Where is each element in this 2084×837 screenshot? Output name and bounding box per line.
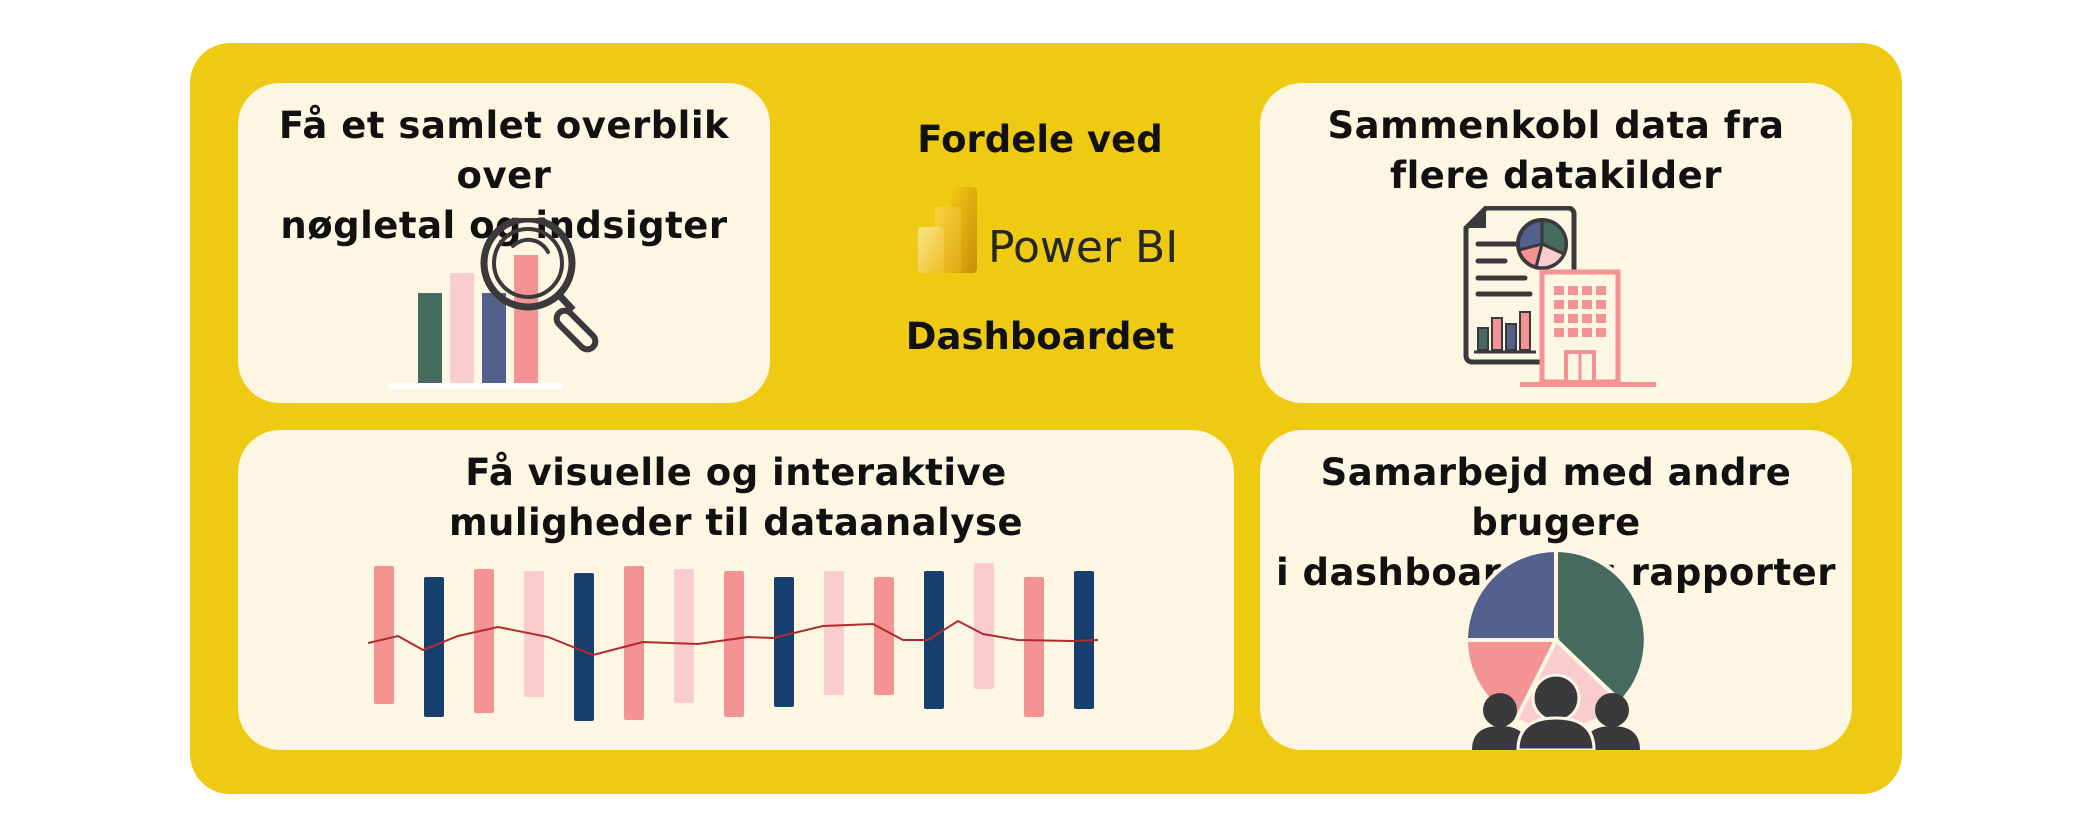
bar-3 xyxy=(482,293,506,383)
power-bi-logo-icon xyxy=(918,187,977,273)
card-sources: Sammenkobl data fra flere datakilder xyxy=(1260,83,1852,403)
magnifier-handle xyxy=(553,307,599,353)
baseline xyxy=(388,383,563,389)
pie-chart-people-icon xyxy=(1466,550,1646,750)
dashboard-heading: Dashboardet xyxy=(905,315,1175,358)
document-pie xyxy=(1516,218,1568,270)
card-collab: Samarbejd med andre brugere i dashboards… xyxy=(1260,430,1852,750)
card-overview-line1: Få et samlet overblik over xyxy=(278,104,730,197)
card-sources-line1: Sammenkobl data fra xyxy=(1327,104,1785,147)
card-sources-line2: flere datakilder xyxy=(1389,154,1722,197)
card-visual: Få visuelle og interaktive muligheder ti… xyxy=(238,430,1234,750)
card-collab-line1: Samarbejd med andre brugere xyxy=(1320,451,1792,544)
card-overview: Få et samlet overblik over nøgletal og i… xyxy=(238,83,770,403)
bar-2 xyxy=(450,273,474,383)
bar-chart-magnifier-icon xyxy=(388,218,599,389)
bar-4 xyxy=(514,255,538,383)
power-bi-logo-text: Power BI xyxy=(988,222,1179,273)
benefits-heading: Fordele ved xyxy=(917,118,1163,161)
people-icon xyxy=(1472,673,1640,750)
chart-bars xyxy=(372,561,1096,723)
card-overview-title: Få et samlet overblik over nøgletal og i… xyxy=(238,101,770,251)
card-sources-title: Sammenkobl data fra flere datakilder xyxy=(1260,101,1852,201)
card-visual-line2: muligheder til dataanalyse xyxy=(448,501,1024,544)
bar-1 xyxy=(418,293,442,383)
report-and-building-icon xyxy=(1463,206,1656,387)
magnifier-lens xyxy=(492,227,564,299)
card-visual-title: Få visuelle og interaktive muligheder ti… xyxy=(238,448,1234,548)
trend-line xyxy=(368,619,1099,657)
building-windows xyxy=(1554,286,1606,337)
bar-line-chart-icon xyxy=(368,561,1099,723)
card-visual-line1: Få visuelle og interaktive xyxy=(465,451,1007,494)
magnifier-ring xyxy=(480,218,576,311)
